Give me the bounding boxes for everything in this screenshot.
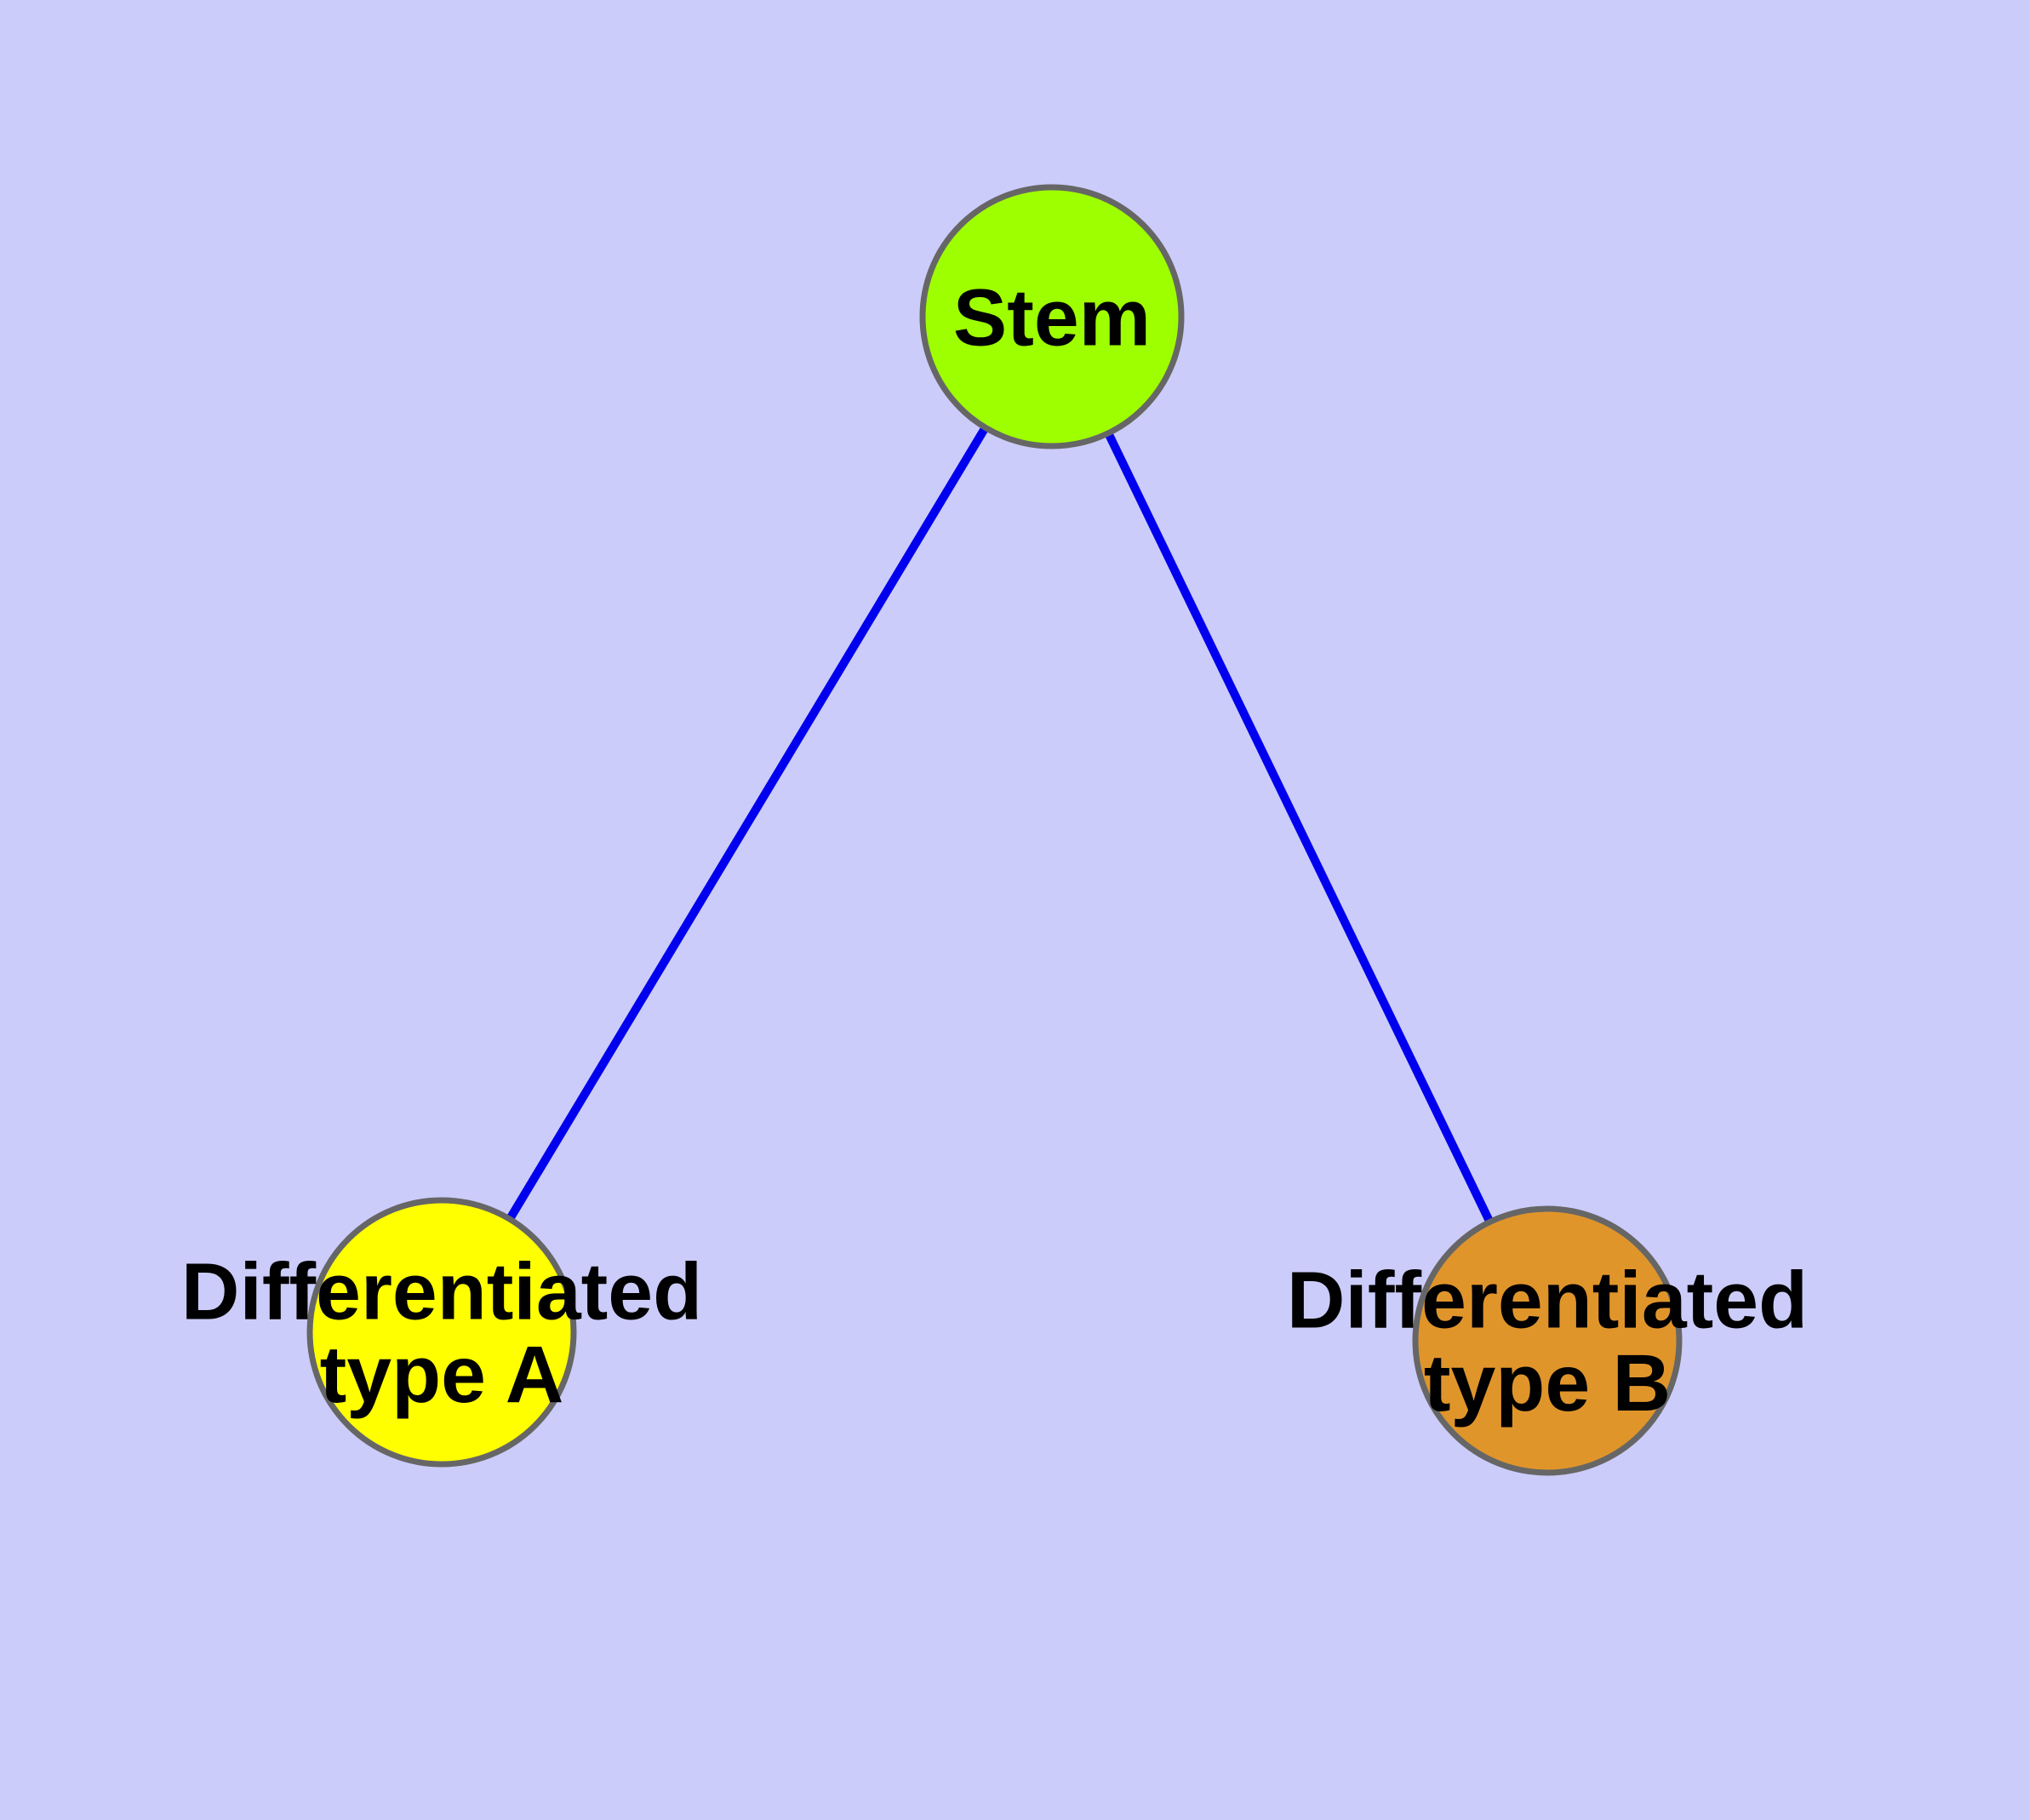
node-differentiated-type-a-circle[interactable] [306, 1197, 577, 1468]
node-stem-circle[interactable] [919, 184, 1185, 449]
label-line: Differentiated [181, 1246, 702, 1336]
edge-stem-to-differentiated-type-a[interactable] [437, 314, 1056, 1335]
edge-layer [437, 314, 1552, 1343]
label-line: type A [320, 1330, 564, 1420]
label-line: Differentiated [1287, 1255, 1808, 1345]
label-line: type B [1424, 1338, 1671, 1428]
label-line: Stem [953, 272, 1151, 363]
node-differentiated-type-b-circle[interactable] [1412, 1205, 1683, 1476]
node-layer [306, 184, 1683, 1476]
edge-stem-to-differentiated-type-b[interactable] [1048, 314, 1552, 1343]
node-stem-label: Stem [953, 272, 1151, 363]
